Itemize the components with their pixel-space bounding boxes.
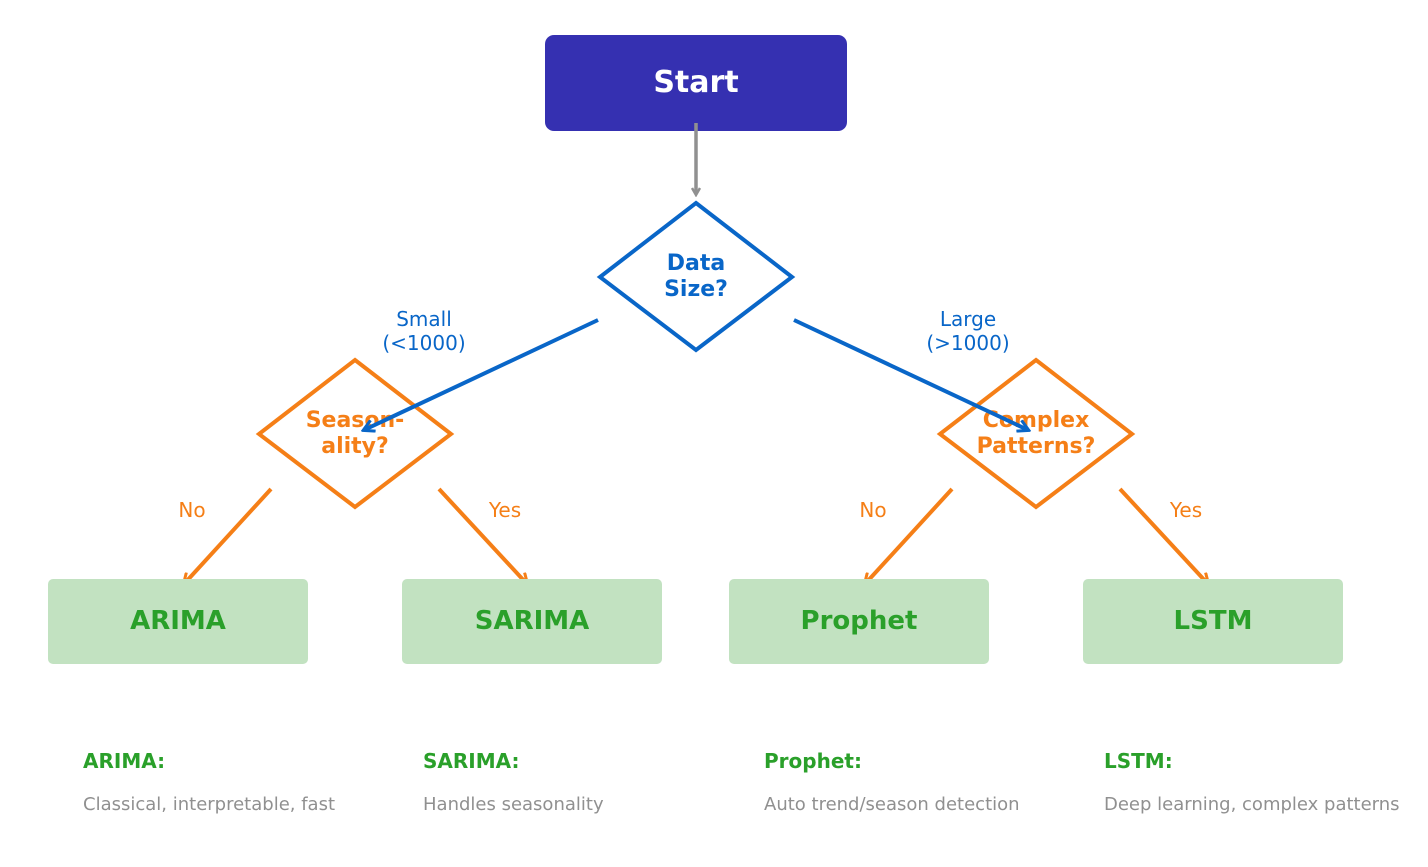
edge-large-label-line1: Large [940,307,996,331]
seasonality-label-line2: ality? [321,434,389,459]
complex-label-line2: Patterns? [977,434,1096,459]
seasonality-label-line1: Season- [306,408,405,433]
desc-prophet-text: Auto trend/season detection [764,794,1020,815]
edge-complex-yes [1118,487,1208,584]
sarima-node-label: SARIMA [475,606,590,636]
sarima-node [402,579,662,664]
edge-season-yes [437,487,527,584]
desc-sarima-title: SARIMA: [423,749,519,773]
edge-complex-no [865,487,954,584]
start-node [545,35,847,131]
complex-patterns-decision [936,357,1136,510]
edge-season-no [184,487,273,584]
lstm-node-label: LSTM [1174,606,1253,636]
edge-large [793,318,1028,430]
start-label: Start [653,65,738,100]
edge-season-yes-label: Yes [488,498,521,522]
data-size-label-line2: Size? [664,277,728,302]
desc-prophet-title: Prophet: [764,749,862,773]
desc-arima-title: ARIMA: [83,749,165,773]
arima-node-label: ARIMA [130,606,226,636]
arima-node [48,579,308,664]
edge-small-label-line2: (<1000) [382,331,465,355]
edge-complex-no-label: No [859,498,886,522]
edge-complex-yes-label: Yes [1169,498,1202,522]
complex-label-line1: Complex [983,408,1090,433]
edge-large-label-line2: (>1000) [926,331,1009,355]
desc-lstm-text: Deep learning, complex patterns [1104,794,1400,815]
data-size-label-line1: Data [667,251,725,276]
prophet-node [729,579,989,664]
data-size-decision [596,200,796,353]
seasonality-decision [255,357,455,510]
desc-arima-text: Classical, interpretable, fast [83,794,335,815]
edge-small [364,318,599,430]
lstm-node [1083,579,1343,664]
prophet-node-label: Prophet [801,606,918,636]
desc-lstm-title: LSTM: [1104,749,1173,773]
edge-small-label-line1: Small [396,307,452,331]
desc-sarima-text: Handles seasonality [423,794,604,815]
edge-season-no-label: No [178,498,205,522]
